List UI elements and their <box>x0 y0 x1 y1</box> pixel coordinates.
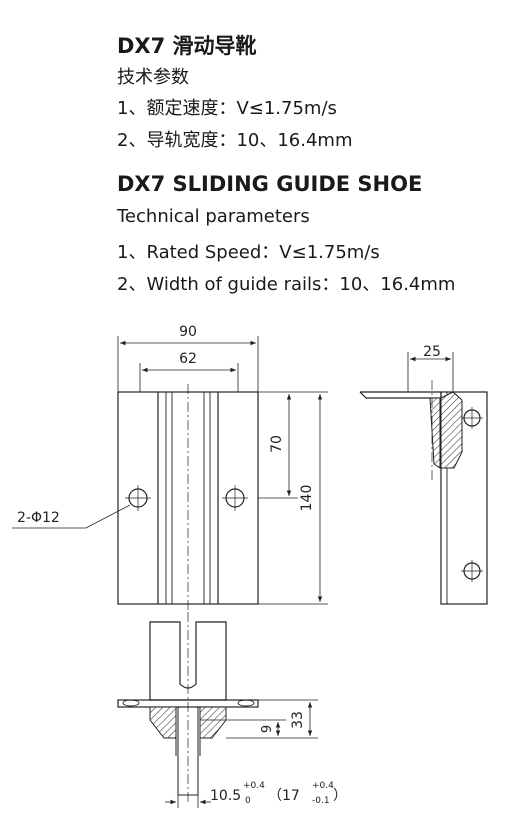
side-top-flange <box>359 391 442 399</box>
cn-spec-item-rail-width: 2、导轨宽度：10、16.4mm <box>117 130 353 151</box>
en-spec-item-rail-width: 2、Width of guide rails：10、16.4mm <box>117 274 456 295</box>
dim-hole-spacing: 70 <box>269 435 285 453</box>
front-view <box>117 384 259 612</box>
en-spec-item-speed: 1、Rated Speed：V≤1.75m/s <box>117 242 380 263</box>
side-liner-section <box>429 397 441 469</box>
dim-slot-alt-tol-low: -0.1 <box>312 796 330 806</box>
bottom-hole-left <box>122 699 140 707</box>
dim-slot-main-tol-up: +0.4 <box>243 781 265 791</box>
dim-slot-alt-tol-up: +0.4 <box>312 781 334 791</box>
dim-slot-alt-open: （17 <box>268 788 300 804</box>
dim-bottom-height: 33 <box>290 711 306 729</box>
dim-width-inner: 62 <box>179 351 197 367</box>
cn-spec-item-speed: 1、额定速度：V≤1.75m/s <box>117 98 337 119</box>
dim-slot-main-tol-low: 0 <box>245 796 251 806</box>
side-body-section <box>440 391 463 469</box>
side-view <box>359 380 488 605</box>
bottom-hole-right <box>237 699 255 707</box>
dim-side-flange: 25 <box>423 344 441 360</box>
cn-subtitle: 技术参数 <box>117 67 189 88</box>
en-title: DX7 SLIDING GUIDE SHOE <box>117 172 423 196</box>
bottom-section-right <box>199 706 227 739</box>
front-dimensions <box>12 336 328 605</box>
dim-bottom-small: 9 <box>260 725 275 733</box>
bottom-view <box>117 612 259 805</box>
bottom-dimensions <box>165 699 318 808</box>
dim-slot-main: 10.5 <box>210 788 241 804</box>
en-subtitle: Technical parameters <box>117 206 310 227</box>
side-dimensions <box>407 352 454 392</box>
side-back-plate <box>440 391 488 605</box>
dim-width-overall: 90 <box>179 324 197 340</box>
bottom-section-left <box>149 706 177 739</box>
bottom-slotted-body <box>149 621 227 701</box>
hole-callout: 2-Φ12 <box>17 510 60 526</box>
hole-leader-line <box>12 504 131 529</box>
dim-slot-alt-close: ） <box>333 788 347 804</box>
dim-height-overall: 140 <box>299 485 315 512</box>
cn-title: DX7 滑动导靴 <box>117 34 257 58</box>
